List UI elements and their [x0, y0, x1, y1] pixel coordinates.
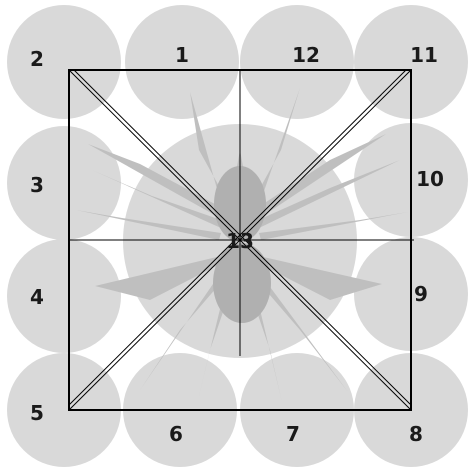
spider-abdomen [213, 243, 271, 323]
label-2: 2 [30, 47, 44, 71]
circle-4 [7, 239, 121, 353]
label-5: 5 [30, 401, 44, 425]
label-10: 10 [416, 167, 444, 191]
label-13: 13 [226, 229, 254, 253]
label-1: 1 [175, 43, 189, 67]
label-7: 7 [286, 422, 300, 446]
label-12: 12 [292, 43, 320, 67]
label-11: 11 [410, 43, 438, 67]
label-3: 3 [30, 173, 44, 197]
label-4: 4 [30, 285, 44, 309]
label-9: 9 [414, 282, 428, 306]
circle-3 [7, 126, 121, 240]
label-6: 6 [169, 422, 183, 446]
circle-2 [7, 5, 121, 119]
label-8: 8 [409, 422, 423, 446]
